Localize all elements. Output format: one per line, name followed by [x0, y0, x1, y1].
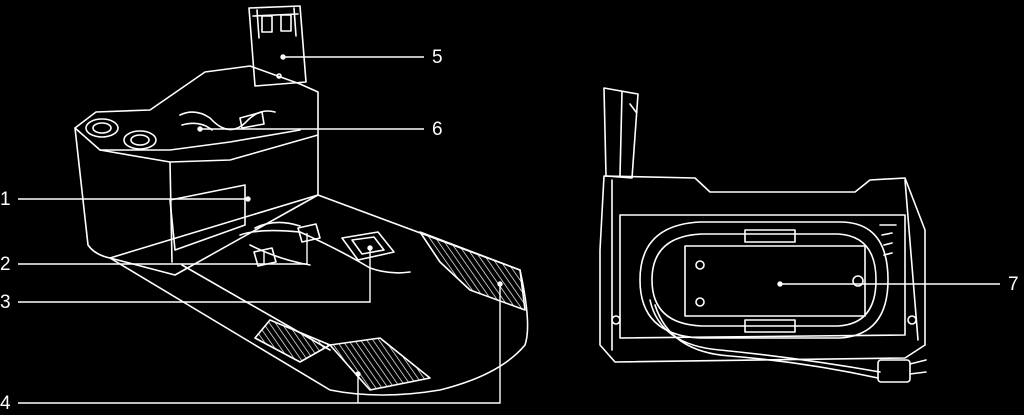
- dock-body: [74, 127, 319, 276]
- back-plate: [248, 5, 307, 87]
- leader-line-3: [18, 248, 371, 303]
- rear-back-plate: [603, 87, 639, 179]
- callout-1: 1: [0, 189, 11, 210]
- dock-upper-tray: [74, 65, 319, 163]
- leader-line-4: [18, 284, 501, 404]
- rear-view-illustration: [599, 87, 927, 383]
- rear-body-outline: [599, 175, 926, 363]
- hatched-area-left: [254, 319, 331, 363]
- power-cord: [649, 299, 927, 383]
- leader-line-2: [18, 252, 265, 265]
- rear-battery-compartment: [639, 221, 897, 339]
- callout-4: 4: [0, 393, 11, 414]
- dock-ramp: [109, 194, 529, 396]
- callout-7: 7: [1008, 274, 1019, 295]
- callout-3: 3: [0, 292, 11, 313]
- leader-dot-1: [245, 196, 251, 202]
- callout-6: 6: [432, 119, 443, 140]
- hatched-area-center: [329, 337, 431, 391]
- front-view-illustration: [74, 5, 529, 396]
- hatched-area-right: [419, 231, 526, 311]
- callout-2: 2: [0, 254, 11, 275]
- leader-lines: [18, 54, 1000, 404]
- callout-5: 5: [432, 47, 443, 68]
